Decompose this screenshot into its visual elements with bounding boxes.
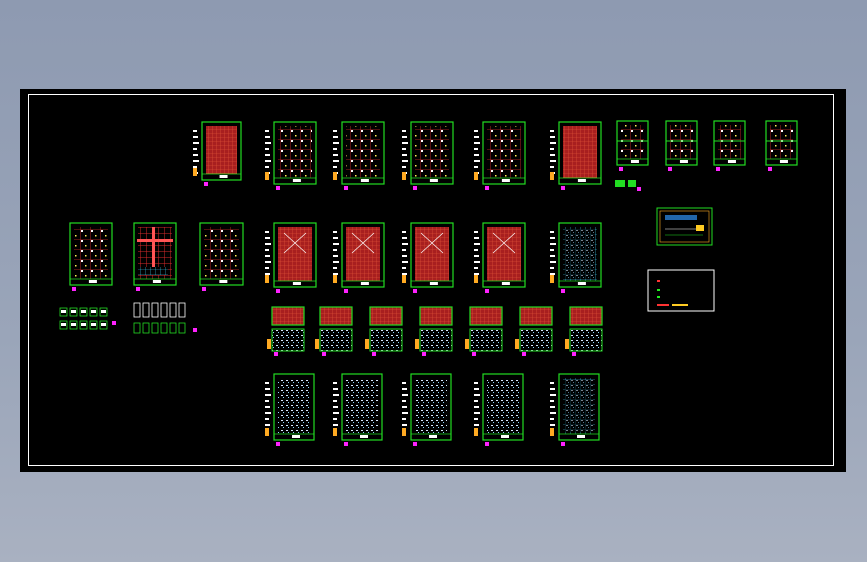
title-sheet[interactable] [656, 207, 713, 246]
drawing-frame [28, 94, 834, 466]
sheet-detail-c[interactable] [713, 120, 746, 171]
sheet-section-05[interactable] [465, 306, 503, 356]
sheet-plan-10[interactable] [265, 222, 317, 293]
sheet-plan-14[interactable] [550, 222, 602, 293]
sheet-detail-a[interactable] [616, 120, 649, 171]
sheet-plan-03[interactable] [333, 121, 385, 190]
legend-box [647, 269, 715, 312]
sheet-section-02[interactable] [315, 306, 353, 356]
cad-model-viewport[interactable] [20, 89, 846, 472]
sheet-plan-04[interactable] [402, 121, 454, 190]
sheet-plan-05[interactable] [474, 121, 526, 190]
sheet-rebar-02[interactable] [333, 373, 383, 446]
sheet-section-03[interactable] [365, 306, 403, 356]
sheet-plan-12[interactable] [402, 222, 454, 293]
sheet-section-01[interactable] [267, 306, 305, 356]
sheet-section-04[interactable] [415, 306, 453, 356]
sheet-section-06[interactable] [515, 306, 553, 356]
sheet-rebar-01[interactable] [265, 373, 315, 446]
sheet-rebar-05[interactable] [550, 373, 600, 446]
sheet-rebar-03[interactable] [402, 373, 452, 446]
sheet-plan-02[interactable] [265, 121, 317, 190]
sheet-plan-11[interactable] [333, 222, 385, 293]
sheet-plan-06[interactable] [550, 121, 602, 190]
sheet-rebar-04[interactable] [474, 373, 524, 446]
sheet-plan-08[interactable] [133, 222, 177, 291]
sheet-plan-07[interactable] [69, 222, 113, 291]
drawing-canvas[interactable] [20, 89, 846, 472]
sheet-plan-09[interactable] [199, 222, 244, 291]
sheet-section-07[interactable] [565, 306, 603, 356]
sheet-plan-01[interactable] [193, 121, 242, 186]
sheet-detail-b[interactable] [665, 120, 698, 171]
sheets-layer [59, 120, 798, 446]
sheet-detail-d[interactable] [765, 120, 798, 171]
sheet-plan-13[interactable] [474, 222, 526, 293]
